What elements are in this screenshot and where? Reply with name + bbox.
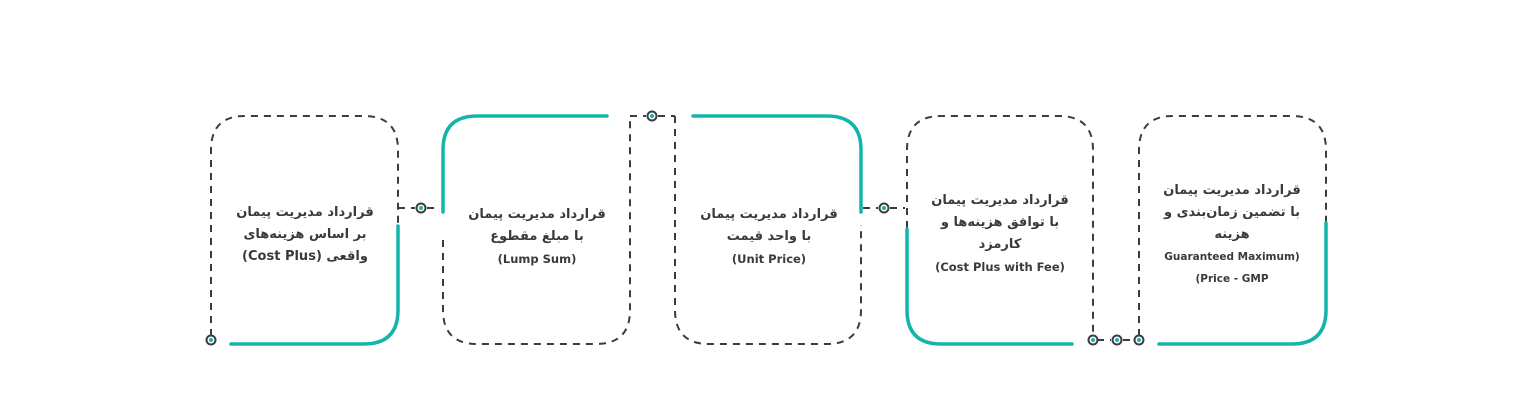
box-line: کارمزد xyxy=(978,237,1022,252)
box-cost-plus: قرارداد مدیریت پیمان بر اساس هزینه‌های و… xyxy=(220,202,390,268)
box-line: بر اساس هزینه‌های xyxy=(243,227,367,242)
box-gmp: قرارداد مدیریت پیمان با تضمین زمان‌بندی … xyxy=(1147,180,1317,290)
box-line: قرارداد مدیریت پیمان xyxy=(236,205,374,220)
box-english: (Cost Plus with Fee) xyxy=(935,260,1065,274)
box-line: با تضمین زمان‌بندی و xyxy=(1164,205,1300,220)
box-english: Guaranteed Maximum) xyxy=(1164,251,1300,263)
box-english: (Lump Sum) xyxy=(497,252,577,266)
box-cost-plus-fee: قرارداد مدیریت پیمان با توافق هزینه‌ها و… xyxy=(915,190,1085,278)
box-line: قرارداد مدیریت پیمان xyxy=(700,207,838,222)
box-english: (Unit Price) xyxy=(731,252,807,266)
box-line: با واحد قیمت xyxy=(726,229,812,244)
box-line: با توافق هزینه‌ها و xyxy=(940,215,1060,230)
box-line: قرارداد مدیریت پیمان xyxy=(931,193,1069,208)
box-lump-sum: قرارداد مدیریت پیمان با مبلغ مقطوع (Lump… xyxy=(452,204,622,270)
accent-outlines xyxy=(229,114,1328,346)
dashed-outlines xyxy=(210,115,1327,345)
box-line: واقعی (Cost Plus) xyxy=(242,249,368,264)
box-line: قرارداد مدیریت پیمان xyxy=(1163,183,1301,198)
box-line: هزینه xyxy=(1214,227,1250,242)
box-line: قرارداد مدیریت پیمان xyxy=(468,207,606,222)
box-unit-price: قرارداد مدیریت پیمان با واحد قیمت (Unit … xyxy=(684,204,854,270)
box-english: (Price - GMP xyxy=(1195,273,1269,285)
box-line: با مبلغ مقطوع xyxy=(490,229,584,244)
